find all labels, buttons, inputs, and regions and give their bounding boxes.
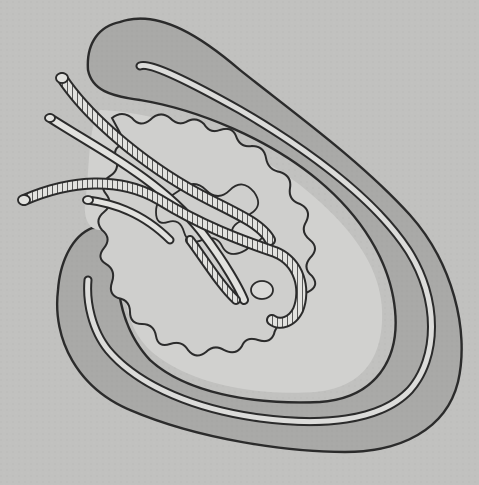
tubule-end-middle — [45, 114, 55, 122]
small-vessel-lumen — [251, 281, 273, 299]
tubule-end-upper — [56, 73, 68, 83]
tubule-end-lower — [18, 195, 30, 205]
tubule-end-short — [83, 196, 93, 204]
